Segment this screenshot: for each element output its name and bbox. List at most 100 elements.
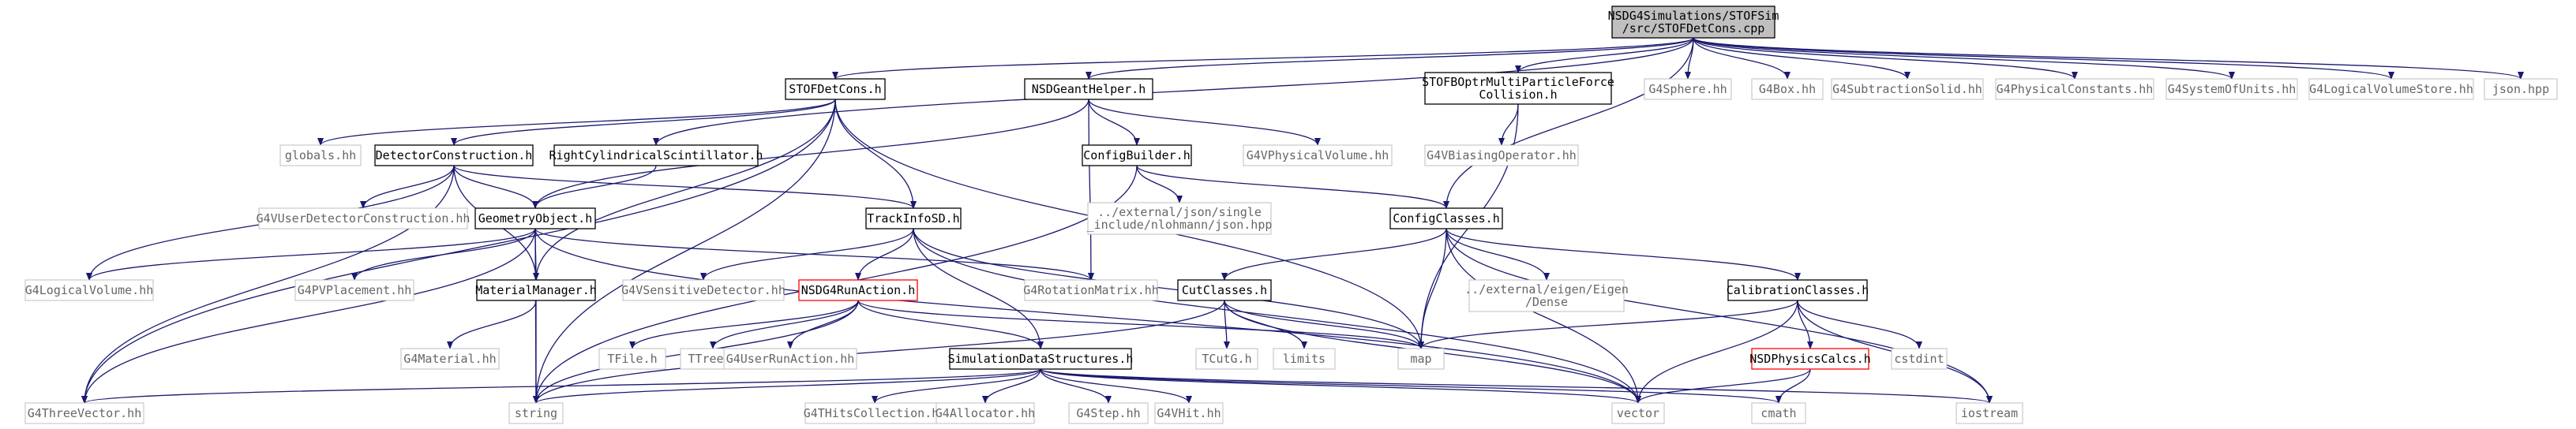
node-root[interactable]: NSDG4Simulations/STOFSim/src/STOFDetCons… xyxy=(1608,6,1779,39)
node-box-rightcyl xyxy=(553,144,759,166)
node-g4vphysvol: G4VPhysicalVolume.hh xyxy=(1243,144,1393,166)
node-nsdrunaction[interactable]: NSDG4RunAction.h xyxy=(798,279,918,301)
node-configbuilder[interactable]: ConfigBuilder.h xyxy=(1082,144,1192,166)
node-string: string xyxy=(508,402,564,424)
node-g4subtraction: G4SubtractionSolid.hh xyxy=(1831,78,1984,100)
node-cstdint: cstdint xyxy=(1891,348,1948,370)
edge-calibclasses-to-map xyxy=(1418,300,1798,349)
node-trackinfosd[interactable]: TrackInfoSD.h xyxy=(865,207,962,229)
edge-geomobject-to-g4threevector xyxy=(81,228,536,404)
node-label-calibclasses-0: CalibrationClasses.h xyxy=(1727,283,1869,297)
edge-matmanager-to-g4material xyxy=(447,300,537,349)
node-calibclasses[interactable]: CalibrationClasses.h xyxy=(1727,279,1869,301)
edge-calibclasses-to-cstdint xyxy=(1797,300,1922,349)
node-matmanager[interactable]: MaterialManager.h xyxy=(475,279,597,301)
edge-stofdetcons-to-detconstruction xyxy=(451,99,836,146)
node-nsdphyscalcs[interactable]: NSDPhysicsCalcs.h xyxy=(1749,348,1871,370)
node-label-matmanager-0: MaterialManager.h xyxy=(475,283,597,297)
edge-configclasses-to-calibclasses xyxy=(1445,228,1801,281)
node-simdatastruct[interactable]: SimulationDataStructures.h xyxy=(948,348,1134,370)
node-label-g4subtraction-0: G4SubtractionSolid.hh xyxy=(1832,82,1982,96)
node-rightcyl[interactable]: RightCylindricalScintillator.h xyxy=(549,144,763,166)
node-label-g4vhit-0: G4VHit.hh xyxy=(1157,406,1221,420)
node-box-g4sphere xyxy=(1644,78,1732,100)
node-label-iostream-0: iostream xyxy=(1961,406,2018,420)
node-label-g4logvol-0: G4LogicalVolume.hh xyxy=(25,283,154,297)
edge-trackinfosd-to-vector xyxy=(913,228,1641,404)
node-label-g4userrun-0: G4UserRunAction.hh xyxy=(726,352,855,366)
node-label-stofbopt-1: Collision.h xyxy=(1479,88,1557,102)
node-label-globals-0: globals.hh xyxy=(285,148,356,162)
edge-calibclasses-to-vector xyxy=(1635,300,1798,404)
node-g4vuserdet: G4VUserDetectorConstruction.hh xyxy=(257,207,471,229)
node-label-cutclasses-0: CutClasses.h xyxy=(1182,283,1267,297)
node-box-globals xyxy=(279,144,362,166)
node-box-root xyxy=(1611,6,1775,39)
node-box-g4pvplacement xyxy=(294,279,414,301)
node-label-string-0: string xyxy=(515,406,557,420)
node-box-tcutg xyxy=(1195,348,1258,370)
edge-layer xyxy=(81,37,2524,404)
node-box-g4thitscoll xyxy=(804,402,945,424)
node-label-g4physconst-0: G4PhysicalConstants.hh xyxy=(1997,82,2154,96)
node-label-root-0: NSDG4Simulations/STOFSim xyxy=(1608,9,1779,23)
edge-stofbopt-to-g4vbiasing xyxy=(1498,103,1519,146)
node-label-detconstruction-0: DetectorConstruction.h xyxy=(376,148,533,162)
node-label-g4allocator-0: G4Allocator.hh xyxy=(936,406,1035,420)
node-label-stofdetcons-0: STOFDetCons.h xyxy=(789,82,881,96)
node-stofdetcons[interactable]: STOFDetCons.h xyxy=(785,78,886,100)
node-label-nsdphyscalcs-0: NSDPhysicsCalcs.h xyxy=(1749,352,1871,366)
edge-nsdrunaction-to-map xyxy=(857,300,1424,349)
node-configclasses[interactable]: ConfigClasses.h xyxy=(1389,207,1503,229)
node-label-g4material-0: G4Material.hh xyxy=(403,352,496,366)
edge-configclasses-to-cutclasses xyxy=(1221,228,1447,281)
edge-stofdetcons-to-string xyxy=(533,99,836,404)
edge-detconstruction-to-trackinfosd xyxy=(453,165,917,209)
node-g4physconst: G4PhysicalConstants.hh xyxy=(1995,78,2154,100)
node-jsonhpp: json.hpp xyxy=(2484,78,2558,100)
node-box-nsdrunaction xyxy=(798,279,918,301)
node-box-exteigen xyxy=(1468,279,1625,312)
node-label-g4vbiasing-0: G4VBiasingOperator.hh xyxy=(1427,148,1577,162)
node-box-configbuilder xyxy=(1082,144,1192,166)
node-label-configclasses-0: ConfigClasses.h xyxy=(1393,211,1499,226)
node-vector: vector xyxy=(1611,402,1665,424)
node-label-g4rotmatrix-0: G4RotationMatrix.hh xyxy=(1023,283,1159,297)
node-box-matmanager xyxy=(476,279,596,301)
node-box-g4vuserdet xyxy=(258,207,468,229)
node-box-jsonhpp xyxy=(2484,78,2558,100)
node-g4step: G4Step.hh xyxy=(1068,402,1149,424)
node-g4vsensitive: G4VSensitiveDetector.hh xyxy=(621,279,786,301)
node-box-cutclasses xyxy=(1177,279,1272,301)
node-exteigen: ../external/eigen/Eigen/Dense xyxy=(1464,279,1629,312)
edge-root-to-g4logvolstore xyxy=(1693,37,2394,80)
node-geomobject[interactable]: GeometryObject.h xyxy=(474,207,596,229)
node-box-map xyxy=(1397,348,1445,370)
node-box-g4vhit xyxy=(1154,402,1224,424)
edge-root-to-configclasses xyxy=(1443,37,1694,209)
node-extjson: ../external/json/single_include/nlohmann… xyxy=(1087,202,1272,235)
node-globals: globals.hh xyxy=(279,144,362,166)
node-cutclasses[interactable]: CutClasses.h xyxy=(1177,279,1272,301)
edge-nsdgeant-to-g4rotmatrix xyxy=(1087,99,1094,281)
node-nsdgeant[interactable]: NSDGeantHelper.h xyxy=(1024,78,1153,100)
node-detconstruction[interactable]: DetectorConstruction.h xyxy=(374,144,534,166)
edge-cutclasses-to-map xyxy=(1224,300,1424,349)
node-box-g4material xyxy=(400,348,500,370)
node-label-g4vuserdet-0: G4VUserDetectorConstruction.hh xyxy=(257,211,471,226)
edge-trackinfosd-to-simdatastruct xyxy=(913,228,1044,349)
node-g4userrun: G4UserRunAction.hh xyxy=(723,348,857,370)
node-box-g4vphysvol xyxy=(1243,144,1393,166)
edge-nsdgeant-to-g4vphysvol xyxy=(1088,99,1321,146)
edge-root-to-nsdgeant xyxy=(1086,37,1694,80)
node-box-g4sysunits xyxy=(2165,78,2298,100)
edge-root-to-g4subtraction xyxy=(1693,37,1910,80)
edge-cutclasses-to-string xyxy=(533,300,1225,404)
edge-nsdrunaction-to-simdatastruct xyxy=(857,300,1044,349)
node-box-g4logvol xyxy=(24,279,154,301)
node-box-extjson xyxy=(1087,202,1272,235)
edge-root-to-stofbopt xyxy=(1515,37,1694,73)
node-label-g4thitscoll-0: G4THitsCollection.hh xyxy=(804,406,947,420)
edge-nsdphyscalcs-to-vector xyxy=(1635,368,1811,404)
